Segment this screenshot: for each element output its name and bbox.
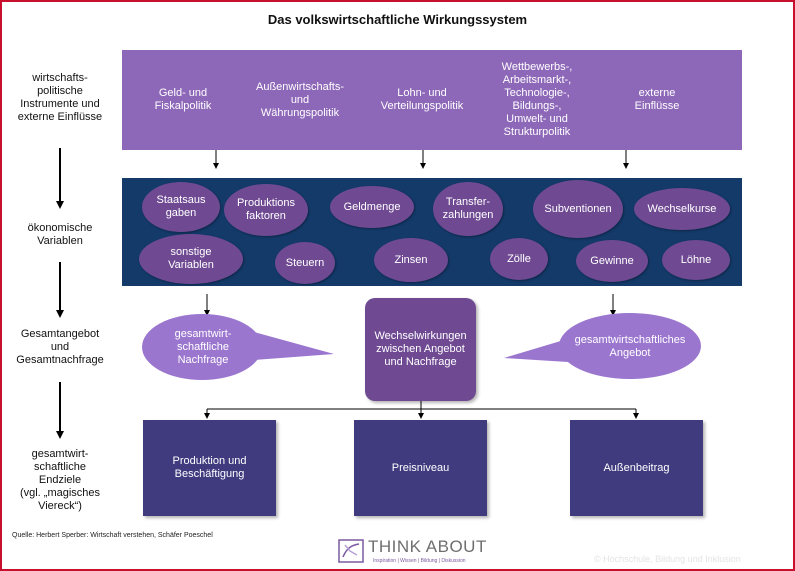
variable-to-aggregate-arrows: [204, 294, 616, 316]
goal-price-level: Preisniveau: [354, 420, 487, 516]
variable-profits: Gewinne: [576, 240, 648, 282]
instrument-to-variable-arrows: [213, 150, 629, 169]
instrument-structural-policy: Wettbewerbs-, Arbeitsmarkt-, Technologie…: [501, 61, 573, 138]
row-label-variables: ökonomische Variablen: [27, 222, 93, 247]
distribution-arrows: [204, 401, 639, 419]
row-label-goals: gesamtwirt- schaftliche Endziele (vgl. „…: [19, 448, 101, 512]
logo-name: THINK ABOUT: [368, 537, 487, 556]
variable-wages: Löhne: [662, 240, 730, 280]
think-about-logo-icon: [338, 539, 364, 563]
instrument-wage-distribution: Lohn- und Verteilungspolitik: [380, 87, 464, 112]
row-label-aggregate: Gesamtangebot und Gesamtnachfrage: [16, 328, 104, 366]
instrument-monetary-fiscal: Geld- und Fiskalpolitik: [154, 87, 212, 112]
variable-money-supply: Geldmenge: [330, 186, 414, 228]
variable-production-factors: Produktions faktoren: [224, 184, 308, 236]
variable-tariffs: Zölle: [490, 238, 548, 280]
variable-transfer-payments: Transfer- zahlungen: [433, 182, 503, 236]
logo-tagline: Inspiration | Wissen | Bildung | Diskuss…: [373, 558, 466, 564]
supply-callout-tail: [504, 340, 568, 362]
demand-callout-body: [142, 314, 262, 380]
row-label-instruments: wirtschafts- politische Instrumente und …: [17, 72, 103, 123]
goal-production-employment: Produktion und Beschäftigung: [143, 420, 276, 516]
instrument-external-influences: externe Einflüsse: [634, 87, 680, 112]
variable-exchange-rates: Wechselkurse: [634, 188, 730, 230]
aggregate-demand-label: gesamtwirt- schaftliche Nachfrage: [174, 327, 232, 366]
instrument-foreign-trade: Außenwirtschafts- und Währungspolitik: [255, 80, 345, 119]
diagram-title: Das volkswirtschaftliche Wirkungssystem: [267, 12, 528, 27]
variable-subsidies: Subventionen: [533, 180, 623, 238]
variable-other: sonstige Variablen: [139, 234, 243, 284]
supply-demand-interaction-box: Wechselwirkungen zwischen Angebot und Na…: [365, 298, 476, 401]
variable-government-spending: Staatsaus gaben: [142, 182, 220, 232]
goal-net-exports: Außenbeitrag: [570, 420, 703, 516]
instruments-panel: [122, 50, 742, 150]
supply-callout-body: [559, 313, 701, 379]
variable-interest: Zinsen: [374, 238, 448, 282]
demand-callout-tail: [254, 332, 334, 360]
variable-taxes: Steuern: [275, 242, 335, 284]
source-citation: Quelle: Herbert Sperber: Wirtschaft vers…: [12, 532, 213, 539]
watermark: © Hochschule, Bildung und Inklusion: [594, 554, 741, 564]
aggregate-supply-label: gesamtwirtschaftliches Angebot: [574, 334, 686, 359]
